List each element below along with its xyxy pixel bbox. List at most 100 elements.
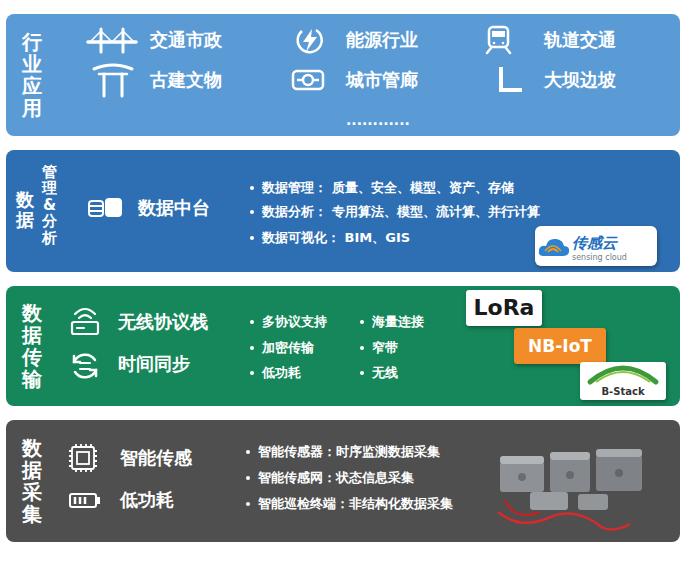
wireless-router-icon bbox=[77, 327, 84, 329]
bridge-icon bbox=[100, 29, 103, 52]
train-icon bbox=[502, 42, 505, 45]
feature-item: 智能巡检终端：非结构化数据采集 bbox=[258, 496, 453, 512]
bullet-dot bbox=[250, 320, 364, 375]
module-name: 低功耗 bbox=[120, 489, 174, 511]
bullet-dot bbox=[246, 476, 250, 480]
gate-icon bbox=[94, 65, 132, 96]
bullet-dot bbox=[250, 320, 254, 324]
bridge-icon bbox=[88, 40, 136, 44]
feature-item: 无线 bbox=[372, 365, 398, 381]
industry-item: 古建文物 bbox=[150, 69, 222, 91]
wireless-router-icon bbox=[72, 322, 98, 334]
logo-box: LoRa bbox=[466, 290, 542, 326]
slope-icon bbox=[501, 67, 522, 90]
database-icon bbox=[89, 205, 103, 207]
logo-subtext: sensing cloud bbox=[572, 253, 627, 263]
cloud-logo-icon bbox=[548, 249, 558, 252]
cloud-logo-icon bbox=[539, 239, 569, 256]
industry-item: 能源行业 bbox=[346, 29, 418, 51]
bullet-dot bbox=[250, 346, 254, 350]
train-icon bbox=[489, 27, 508, 47]
industry-item: 城市管廊 bbox=[346, 69, 418, 91]
sensor-devices-illustration bbox=[530, 492, 568, 510]
sensor-devices-illustration bbox=[596, 449, 642, 457]
industry-item: 大坝边坡 bbox=[544, 69, 616, 91]
logo-text: 传感云 bbox=[572, 234, 617, 252]
band-subtitle: 管理&分析 bbox=[42, 164, 57, 247]
chip-icon bbox=[77, 452, 89, 464]
bridge-icon bbox=[88, 29, 136, 52]
bullet-dot bbox=[246, 450, 250, 454]
energy-icon bbox=[303, 29, 317, 52]
feature-item: 低功耗 bbox=[262, 365, 301, 381]
sensor-devices-illustration bbox=[615, 469, 623, 477]
feature-item: 数据可视化： BIM、GIS bbox=[262, 230, 410, 246]
module-name: 时间同步 bbox=[118, 353, 190, 375]
pipe-gallery-icon bbox=[293, 71, 323, 89]
energy-icon bbox=[298, 30, 322, 52]
time-sync-icon bbox=[74, 355, 95, 362]
wireless-router-icon bbox=[79, 315, 91, 318]
wireless-router-icon bbox=[75, 309, 95, 314]
train-icon bbox=[487, 48, 491, 53]
cloud-logo-icon bbox=[539, 239, 569, 256]
bridge-icon bbox=[122, 29, 125, 52]
industry-item: 轨道交通 bbox=[544, 29, 616, 51]
wireless-router-icon bbox=[72, 309, 98, 334]
chip-icon bbox=[69, 444, 97, 472]
feature-item: 海量连接 bbox=[372, 314, 424, 330]
battery-icon bbox=[75, 497, 85, 504]
sensor-devices-illustration bbox=[498, 512, 630, 530]
sensor-devices-illustration bbox=[566, 471, 574, 479]
logo-text: B-Stack bbox=[601, 386, 644, 398]
database-icon bbox=[89, 201, 103, 216]
bullet-dot bbox=[250, 371, 254, 375]
band-title: 数据采集 bbox=[22, 437, 42, 525]
layer-band: 传感云sensing cloud数据管理&分析数据中台数据管理： 质量、安全、模… bbox=[6, 150, 680, 272]
bullet-dot bbox=[246, 502, 250, 506]
sensor-devices-illustration bbox=[500, 462, 544, 492]
ellipsis: ............ bbox=[346, 112, 410, 129]
time-sync-icon bbox=[80, 362, 90, 364]
cloud-logo-icon bbox=[545, 246, 561, 251]
sensor-devices-illustration bbox=[498, 449, 642, 530]
sensor-devices-illustration bbox=[500, 456, 544, 464]
bullet-dot bbox=[360, 371, 364, 375]
bullet-dot bbox=[250, 210, 254, 214]
gate-icon bbox=[94, 65, 132, 69]
sensor-devices-illustration bbox=[550, 458, 590, 492]
feature-item: 加密传输 bbox=[262, 340, 314, 356]
slope-icon bbox=[501, 67, 522, 90]
sensor-devices-illustration bbox=[596, 455, 642, 491]
logo-text: NB-IoT bbox=[528, 336, 592, 356]
database-icon bbox=[89, 210, 103, 212]
database-icon bbox=[89, 199, 121, 216]
train-icon bbox=[506, 48, 510, 53]
industry-item: 交通市政 bbox=[150, 29, 222, 51]
sensor-devices-illustration bbox=[505, 500, 540, 515]
bullet-dot bbox=[250, 236, 254, 240]
b-stack-arc bbox=[590, 368, 656, 382]
pipe-gallery-icon bbox=[303, 75, 313, 85]
b-stack-arc bbox=[590, 368, 656, 382]
bullet-dot bbox=[250, 186, 254, 190]
feature-item: 数据管理： 质量、安全、模型、资产、存储 bbox=[262, 180, 514, 196]
energy-icon bbox=[298, 29, 322, 52]
layer-band: LoRaNB-IoTB-Stack数据传输无线协议栈时间同步多协议支持海量连接加… bbox=[6, 286, 680, 406]
chip-icon bbox=[72, 447, 94, 469]
train-icon bbox=[487, 27, 510, 53]
train-icon bbox=[493, 42, 496, 45]
battery-icon bbox=[96, 498, 99, 503]
module-name: 智能传感 bbox=[120, 447, 192, 469]
feature-item: 多协议支持 bbox=[262, 314, 327, 330]
module-name: 数据中台 bbox=[138, 197, 210, 219]
pipe-gallery-icon bbox=[314, 79, 319, 82]
logo-box: NB-IoT bbox=[514, 328, 606, 364]
feature-item: 窄带 bbox=[372, 340, 398, 356]
battery-icon bbox=[70, 494, 96, 507]
time-sync-icon bbox=[75, 370, 96, 377]
pipe-gallery-icon bbox=[297, 79, 302, 82]
band-title: 数据传输 bbox=[22, 302, 42, 390]
gate-icon bbox=[103, 74, 106, 96]
gate-icon bbox=[121, 74, 124, 96]
